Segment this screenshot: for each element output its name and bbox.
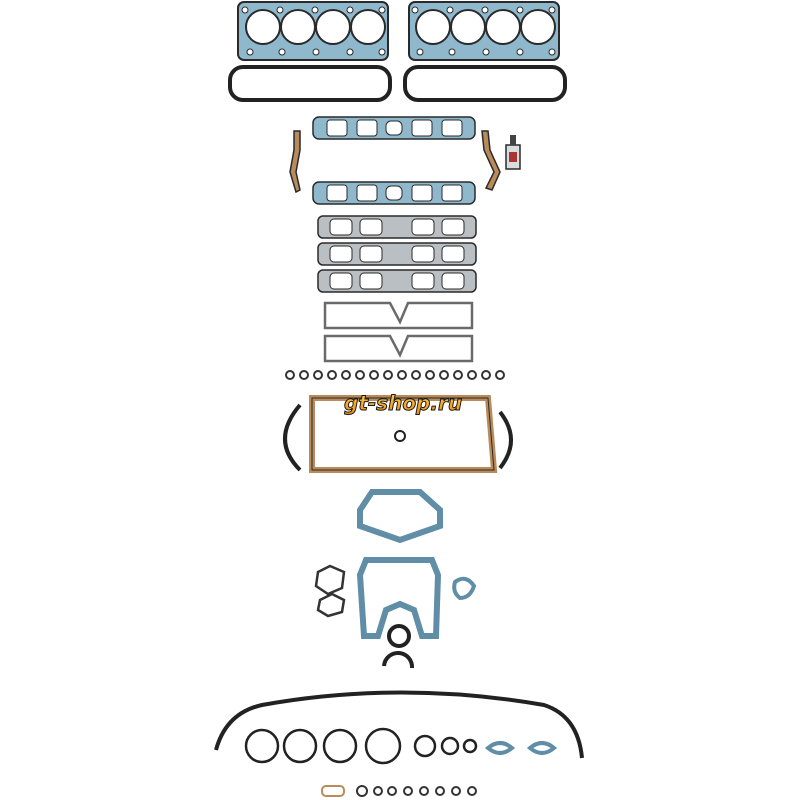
water-outlet-gasket xyxy=(316,592,346,618)
crankshaft-seal xyxy=(382,650,415,669)
end-seal-right xyxy=(481,130,501,191)
oil-pan-gasket xyxy=(309,395,498,473)
end-seal-left xyxy=(289,130,301,194)
logo-text: gt-shop.ru xyxy=(344,391,462,415)
rear-main-seal-left xyxy=(283,403,302,472)
bypass-gasket xyxy=(526,741,558,755)
oil-pan-o-ring xyxy=(394,430,406,442)
valve-stem-seals xyxy=(285,370,505,380)
gt-shop-logo: gt-shop.ru xyxy=(344,391,463,416)
exhaust-gasket-1 xyxy=(317,215,477,239)
intake-manifold-gasket-bottom xyxy=(312,181,476,205)
exhaust-manifold-gasket-outline-1 xyxy=(323,301,474,330)
fuel-pump-gasket xyxy=(452,576,477,601)
small-parts-row xyxy=(321,785,477,797)
valve-cover-gasket-left xyxy=(228,65,392,102)
cylinder-head-gasket-right xyxy=(408,1,560,61)
pressure-sender-gasket xyxy=(484,741,516,755)
exhaust-manifold-gasket-outline-2 xyxy=(323,334,474,363)
o-ring-set xyxy=(244,727,478,765)
intake-manifold-gasket-top xyxy=(312,116,476,140)
timing-cover-gasket xyxy=(356,557,442,639)
water-pump-gasket xyxy=(357,489,443,544)
exhaust-gasket-3 xyxy=(317,269,477,293)
valve-cover-gasket-right xyxy=(403,65,567,102)
exhaust-gasket-2 xyxy=(317,242,477,266)
timing-cover-seal xyxy=(387,624,411,648)
thermostat-gasket xyxy=(314,564,346,596)
sealant-tube xyxy=(505,135,521,170)
rear-main-seal-right xyxy=(498,410,513,470)
cylinder-head-gasket-left xyxy=(237,1,389,61)
front-rear-seal-strip xyxy=(214,690,584,759)
